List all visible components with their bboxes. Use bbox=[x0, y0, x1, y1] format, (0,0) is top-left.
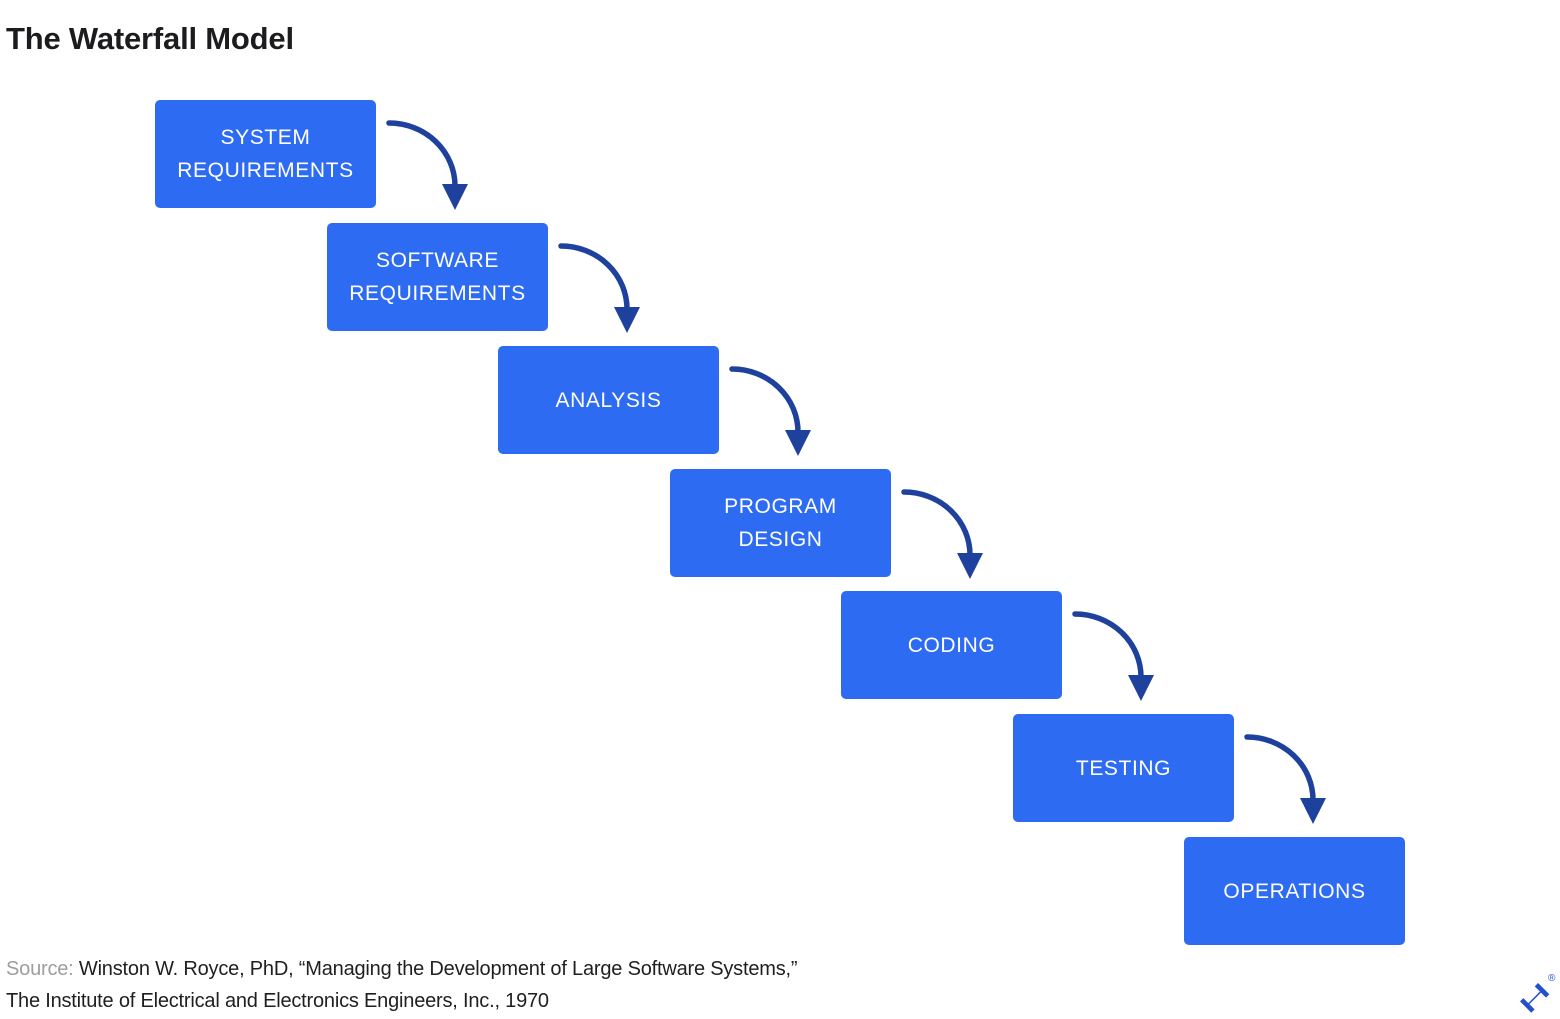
stage-label: SYSTEM bbox=[220, 126, 311, 149]
stage-label: REQUIREMENTS bbox=[177, 159, 354, 182]
source-attribution: Source: Winston W. Royce, PhD, “Managing… bbox=[6, 953, 798, 1017]
arrow-program-design-to-coding-icon bbox=[901, 489, 983, 579]
toptal-logo-mark-icon bbox=[1520, 983, 1550, 1013]
arrow-head bbox=[785, 430, 811, 456]
source-line-2: The Institute of Electrical and Electron… bbox=[6, 990, 549, 1012]
stage-box-analysis: ANALYSIS bbox=[498, 346, 719, 454]
stage-box-coding: CODING bbox=[841, 591, 1062, 699]
stage-label: OPERATIONS bbox=[1223, 879, 1366, 903]
arrow-curve bbox=[558, 243, 630, 312]
arrow-curve bbox=[386, 120, 458, 189]
stage-box-program-design: PROGRAM DESIGN bbox=[670, 469, 891, 577]
registered-trademark-symbol: ® bbox=[1548, 973, 1556, 984]
arrow-head bbox=[1128, 675, 1154, 701]
arrow-curve bbox=[1244, 734, 1316, 803]
arrow-testing-to-operations-icon bbox=[1244, 734, 1326, 824]
stage-label: REQUIREMENTS bbox=[349, 282, 526, 305]
arrow-curve bbox=[901, 489, 973, 558]
arrow-curve bbox=[1072, 611, 1144, 680]
arrow-coding-to-testing-icon bbox=[1072, 611, 1154, 701]
arrow-analysis-to-program-design-icon bbox=[729, 366, 811, 456]
source-line-1: Source: Winston W. Royce, PhD, “Managing… bbox=[6, 953, 798, 985]
stage-box-system-requirements: SYSTEM REQUIREMENTS bbox=[155, 100, 376, 208]
diagram-title: The Waterfall Model bbox=[6, 20, 294, 56]
arrow-head bbox=[614, 307, 640, 333]
arrow-head bbox=[442, 184, 468, 210]
stage-label: CODING bbox=[907, 633, 996, 657]
stage-label: PROGRAM bbox=[724, 495, 837, 518]
stage-box-software-requirements: SOFTWARE REQUIREMENTS bbox=[327, 223, 548, 331]
stage-box-testing: TESTING bbox=[1013, 714, 1234, 822]
toptal-logo: ® bbox=[1520, 973, 1556, 1013]
arrow-head bbox=[1300, 798, 1326, 824]
arrow-curve bbox=[729, 366, 801, 435]
stage-label: SOFTWARE bbox=[375, 249, 500, 272]
stage-label: DESIGN bbox=[738, 528, 823, 551]
stage-box-operations: OPERATIONS bbox=[1184, 837, 1405, 945]
source-label: Source: bbox=[6, 958, 74, 980]
arrow-head bbox=[957, 553, 983, 579]
arrow-software-to-analysis-icon bbox=[558, 243, 640, 333]
stage-label: ANALYSIS bbox=[555, 388, 662, 412]
stage-label: TESTING bbox=[1075, 756, 1172, 780]
arrow-system-to-software-icon bbox=[386, 120, 468, 210]
source-citation: Winston W. Royce, PhD, “Managing the Dev… bbox=[78, 958, 798, 980]
